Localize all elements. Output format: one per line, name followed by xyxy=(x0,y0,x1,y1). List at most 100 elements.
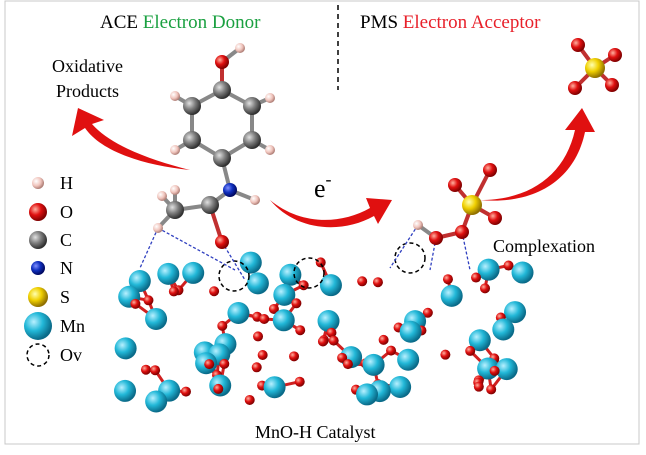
legend-item-s: S xyxy=(28,287,70,307)
oxygen-vacancy xyxy=(293,257,325,289)
o-atom xyxy=(429,231,443,245)
o-atom xyxy=(143,295,154,306)
o-atom xyxy=(257,350,268,361)
legend-item-n: N xyxy=(31,258,73,278)
o-atom xyxy=(386,345,397,356)
o-atom xyxy=(473,381,484,392)
o-atom xyxy=(209,286,220,297)
mn-atom xyxy=(511,261,534,284)
catalyst-label: MnO-H Catalyst xyxy=(255,422,376,442)
molecules xyxy=(139,38,622,281)
o-atom xyxy=(289,351,300,362)
mn-atom xyxy=(145,390,168,413)
legend-item-ov: Ov xyxy=(26,343,82,367)
o-atom xyxy=(217,320,228,331)
vacancy-icon xyxy=(26,343,50,367)
mn-atom xyxy=(504,301,527,324)
h-atom xyxy=(170,91,180,101)
mn-atom xyxy=(279,263,302,286)
o-atom xyxy=(326,327,337,338)
o-atom xyxy=(342,359,353,370)
h-atom xyxy=(265,145,275,155)
s-atom xyxy=(462,195,482,215)
legend-item-o: O xyxy=(29,202,73,222)
h-atom xyxy=(153,223,163,233)
h-atom xyxy=(413,220,423,230)
hydrogen-bond xyxy=(389,224,419,269)
arrow-oxidative xyxy=(72,108,190,170)
legend-label: Mn xyxy=(60,316,85,336)
o-atom xyxy=(568,81,582,95)
c-atom xyxy=(183,131,201,149)
h-atom xyxy=(170,185,180,195)
o-atom xyxy=(294,376,305,387)
h-atom xyxy=(265,93,275,103)
frame xyxy=(4,0,640,445)
o-atom xyxy=(465,345,476,356)
n-atom xyxy=(223,183,237,197)
n-atom-icon xyxy=(31,261,45,275)
oxygen-vacancy xyxy=(394,242,426,274)
o-atom xyxy=(253,331,264,342)
hydrogen-bond xyxy=(139,227,159,269)
o-atom xyxy=(357,276,368,287)
o-atom xyxy=(215,55,229,69)
mn-atom xyxy=(128,270,151,293)
o-atom xyxy=(315,257,326,268)
legend-item-h: H xyxy=(32,173,73,193)
o-atom xyxy=(503,260,514,271)
o-atom xyxy=(204,359,215,370)
o-atom xyxy=(448,178,462,192)
hydrogen-bond xyxy=(221,241,246,281)
o-atom xyxy=(422,307,433,318)
o-atom xyxy=(378,334,389,345)
mn-atom xyxy=(362,353,385,376)
o-atom xyxy=(471,272,482,283)
legend-label: Ov xyxy=(60,345,82,365)
catalyst-structure xyxy=(114,242,534,413)
o-atom xyxy=(168,286,179,297)
mn-atom xyxy=(492,318,515,341)
o-atom xyxy=(259,313,270,324)
h-atom xyxy=(157,191,167,201)
o-atom xyxy=(215,235,229,249)
o-atom xyxy=(219,358,230,369)
o-atom xyxy=(480,283,491,294)
mn-atom xyxy=(145,307,168,330)
o-atom xyxy=(213,383,224,394)
legend-label: N xyxy=(60,258,73,278)
o-atom xyxy=(180,386,191,397)
mn-atom xyxy=(356,383,379,406)
electron-label: e- xyxy=(314,169,332,203)
o-atom xyxy=(483,163,497,177)
o-atom xyxy=(488,211,502,225)
c-atom xyxy=(213,149,231,167)
o-atom xyxy=(150,365,161,376)
c-atom xyxy=(201,196,219,214)
mn-atom xyxy=(477,258,500,281)
o-atom xyxy=(291,298,302,309)
o-atom-icon xyxy=(29,203,47,221)
mn-atom xyxy=(157,262,180,285)
mn-atom xyxy=(273,283,296,306)
legend-label: O xyxy=(60,202,73,222)
o-atom xyxy=(298,280,309,291)
legend-label: C xyxy=(60,230,72,250)
o-atom xyxy=(440,349,451,360)
o-atom xyxy=(251,362,262,373)
mn-atom xyxy=(182,261,205,284)
legend-item-c: C xyxy=(29,230,72,250)
o-atom xyxy=(571,38,585,52)
mn-atom xyxy=(239,251,262,274)
h-atom xyxy=(235,43,245,53)
h-atom xyxy=(170,145,180,155)
h-atom xyxy=(250,195,260,205)
legend-label: H xyxy=(60,173,73,193)
mn-atom xyxy=(389,376,412,399)
o-atom xyxy=(295,325,306,336)
c-atom xyxy=(243,131,261,149)
c-atom-icon xyxy=(29,231,47,249)
o-atom xyxy=(328,335,339,346)
c-atom xyxy=(213,81,231,99)
